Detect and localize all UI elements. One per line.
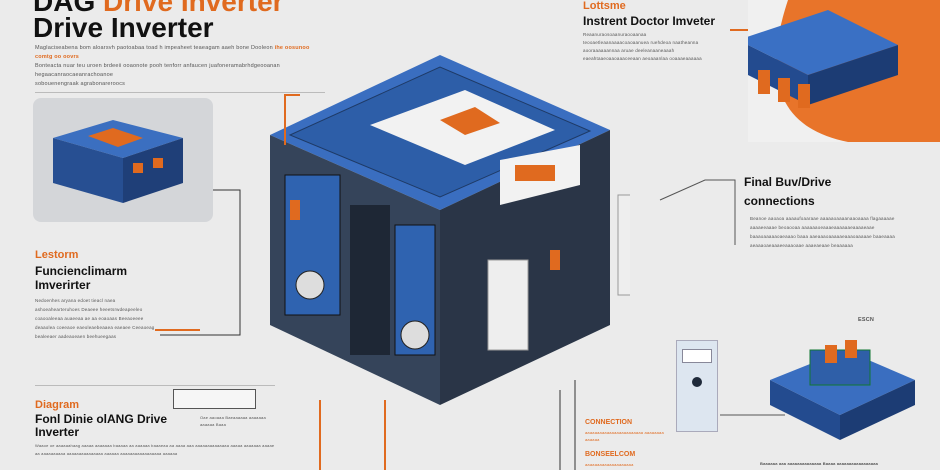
intro-line2: Bonteacta nuar teu uroen brdeeii ooaonot… (35, 63, 280, 78)
header-title-line2: Drive Inverter (33, 12, 214, 43)
inverter-thumbnail (33, 98, 213, 222)
intro-highlight: ihe oosunoo comtg oo oovrs (35, 45, 310, 60)
small-inverter-illustration (53, 120, 183, 203)
panel-knob (692, 377, 702, 387)
connection-body: aaaaaaaaaaaaaaaaaaaaaaaa aaaaaaaa aaaaaa (585, 430, 664, 442)
intro-line1: Maglaciseabena bom aloarsvh paotoabaa to… (35, 45, 273, 51)
left-body: Nedoenhes aryana edoet tieacl naea ashoe… (35, 298, 155, 339)
top-center-title: Instrent Doctor Imveter (583, 14, 716, 28)
left-kicker: Lestorm (35, 249, 79, 261)
title-prefix: DAG (33, 0, 96, 17)
bottom-left-title-line2: Inverter (35, 425, 80, 439)
right-title: Final Buv/Drive connections (744, 173, 831, 211)
bonseelcom-label: BONSEELCOM (585, 451, 636, 458)
spec-label: ESCN (858, 317, 875, 323)
terminal-block-illustration (770, 340, 915, 440)
bottom-left-side-note: Oae aaoaaa Baeaaaaaa aaaaaaa aaaaaa Baaa (200, 415, 266, 427)
right-body: Beanoe aaoaoa aaaaufoaaraae aaaaaoaaaana… (750, 216, 895, 248)
small-spec-panel (173, 389, 256, 409)
left-title-line1: Funcienclimarm (35, 264, 128, 278)
bonseelcom-body: aaaaaaaaaaaaaaaaaaaa (585, 462, 634, 467)
control-panel (676, 340, 718, 432)
divider (35, 92, 325, 93)
right-title-line2: connections (744, 194, 815, 208)
central-inverter-illustration (270, 55, 630, 405)
divider-bottom (35, 385, 275, 386)
intro-line3: sobouenengraak agrabonareroocs (35, 81, 126, 87)
left-title-line2: Imverirter (35, 278, 91, 292)
bottom-right-caption: Baaaaaa aaa aaaaaaaaaaaaaa Baaaa aaaaaaa… (760, 461, 879, 466)
module-closeup-illustration (748, 0, 940, 142)
right-title-line1: Final Buv/Drive (744, 175, 832, 189)
panel-display (682, 349, 712, 363)
intro-text: Maglaciseabena bom aloarsvh paotoabaa to… (35, 44, 325, 89)
top-center-kicker: Lottsme (583, 0, 626, 12)
bottom-left-kicker: Diagram (35, 399, 80, 411)
top-center-body: Reaanuraosoaanuraooaanaa teooaetleaanaaa… (583, 32, 702, 61)
title-accent: Drive Inverter (103, 0, 284, 17)
bottom-left-title-line1: Fonl Dinie olANG Drive (35, 412, 168, 426)
header-title-line1: DAG Drive Inverter (33, 0, 284, 16)
bottom-left-body: Waaoe oe aaaaaahaag aaaaa aaaaaaa baaaaa… (35, 443, 275, 456)
connection-label: CONNECTION (585, 419, 633, 426)
module-closeup-image (748, 0, 940, 142)
